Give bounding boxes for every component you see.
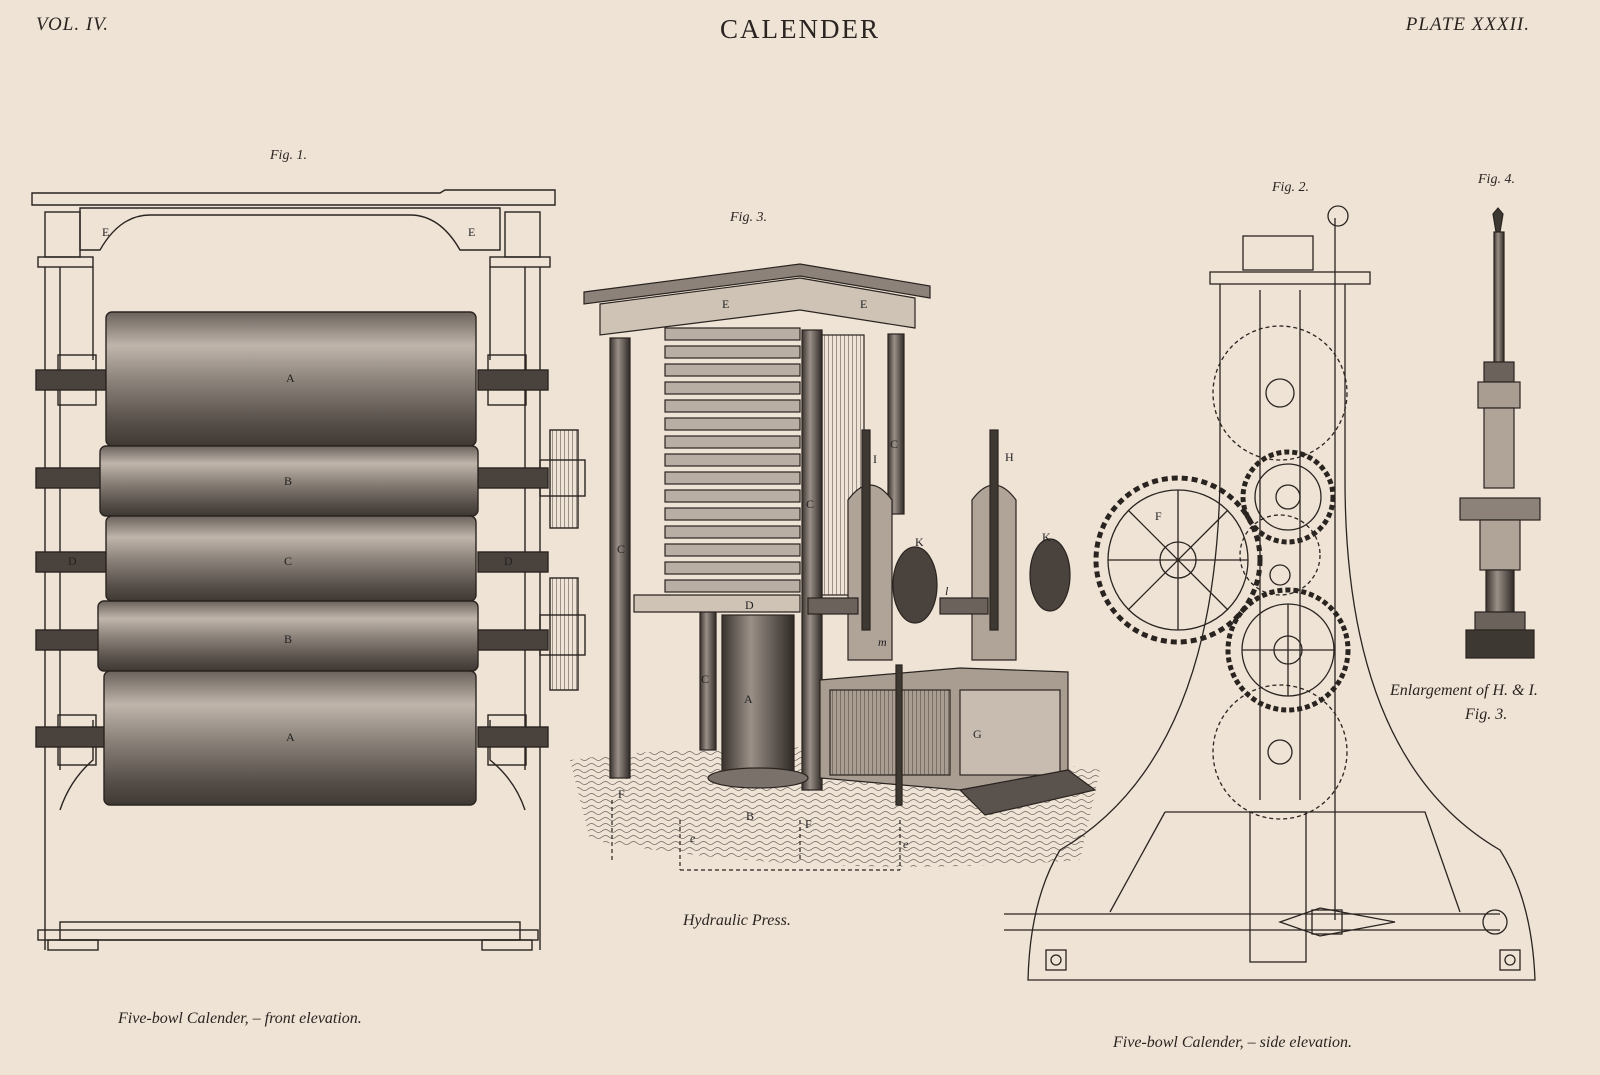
fig3-letter-m: m	[878, 635, 887, 649]
fig1-letter-d-right: D	[504, 554, 513, 568]
fig4-label: Fig. 4.	[1478, 172, 1515, 187]
fig1-letters: E E A B C B A D D	[68, 225, 513, 744]
fig4-caption-line2: Fig. 3.	[1465, 706, 1508, 723]
fig3-letter-d: D	[745, 598, 754, 612]
fig1-letter-a-bottom: A	[286, 730, 295, 744]
fig2-caption: Five-bowl Calender, – side elevation.	[1113, 1034, 1353, 1051]
fig3-letter-e-lower-2: e	[903, 837, 909, 851]
fig3-letter-c-3: C	[890, 437, 898, 451]
fig3-caption: Hydraulic Press.	[683, 912, 791, 929]
fig2-side-elevation	[1004, 205, 1536, 981]
fig3-letter-c-1: C	[617, 542, 625, 556]
fig3-letter-g: G	[973, 727, 982, 741]
fig3-letter-k-2: K	[1042, 530, 1051, 544]
plate-title: CALENDER	[720, 14, 880, 44]
fig3-letter-b: B	[746, 809, 754, 823]
fig1-letter-e-right: E	[468, 225, 475, 239]
fig2-label: Fig. 2.	[1272, 180, 1309, 195]
fig3-label: Fig. 3.	[730, 210, 767, 225]
fig3-letter-l: l	[945, 584, 949, 598]
fig1-letter-d-left: D	[68, 554, 77, 568]
fig3-letter-c-4: C	[701, 672, 709, 686]
fig3-letter-e-lower-1: e	[690, 831, 696, 845]
fig1-letter-b-top: B	[284, 474, 292, 488]
fig2-letters: F	[1155, 509, 1162, 523]
fig3-letter-f-2: F	[805, 817, 812, 831]
fig1-letter-c: C	[284, 554, 292, 568]
fig3-letters: E E C C C C D A B F F I H K K l m G e e	[617, 297, 1051, 851]
plate-number: PLATE XXXII.	[1405, 14, 1530, 35]
fig1-letter-a-top: A	[286, 371, 295, 385]
fig1-front-elevation	[31, 189, 586, 951]
fig3-hydraulic-press	[570, 263, 1100, 871]
fig3-letter-h: H	[1005, 450, 1014, 464]
volume-label: VOL. IV.	[36, 14, 110, 35]
fig3-letter-e-1: E	[722, 297, 729, 311]
fig4-enlargement	[1459, 207, 1541, 659]
fig3-letter-e-2: E	[860, 297, 867, 311]
fig3-letter-i: I	[873, 452, 877, 466]
fig1-caption: Five-bowl Calender, – front elevation.	[118, 1010, 362, 1027]
fig1-label: Fig. 1.	[270, 148, 307, 163]
fig3-letter-c-2: C	[806, 497, 814, 511]
fig1-letter-b-bottom: B	[284, 632, 292, 646]
fig3-letter-a: A	[744, 692, 753, 706]
fig1-letter-e-left: E	[102, 225, 109, 239]
fig3-letter-k-1: K	[915, 535, 924, 549]
fig2-letter-f: F	[1155, 509, 1162, 523]
fig4-caption-line1: Enlargement of H. & I.	[1390, 682, 1538, 699]
fig3-letter-f-1: F	[618, 787, 625, 801]
